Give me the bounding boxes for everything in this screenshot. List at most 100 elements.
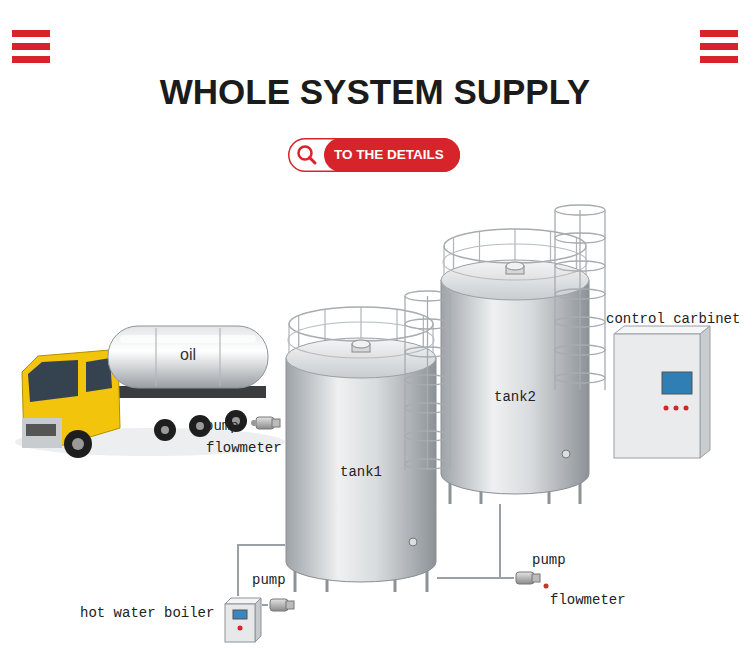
node-shape bbox=[555, 289, 605, 299]
part-label: pump bbox=[532, 552, 566, 568]
tanker-truck bbox=[154, 419, 176, 441]
node-shape bbox=[662, 372, 692, 394]
node-shape bbox=[108, 326, 268, 388]
node-shape bbox=[700, 326, 710, 458]
part-label: flowmeter bbox=[550, 592, 626, 608]
menu-icon bbox=[700, 43, 738, 50]
node-shape bbox=[674, 406, 679, 411]
details-button: TO THE DETAILS bbox=[288, 138, 460, 172]
node-shape bbox=[155, 328, 156, 386]
pipe-connector bbox=[238, 545, 285, 596]
node-shape bbox=[514, 229, 515, 261]
label-slot: pump bbox=[205, 418, 239, 434]
pump-symbol bbox=[251, 420, 257, 426]
part-label: flowmeter bbox=[206, 440, 282, 456]
truck-tank: oil bbox=[108, 322, 268, 392]
node-shape bbox=[219, 328, 220, 386]
node-shape bbox=[555, 345, 605, 355]
node-shape bbox=[440, 222, 590, 504]
node-shape bbox=[310, 158, 316, 164]
node-text: TO THE DETAILS bbox=[334, 138, 444, 172]
pipe-connector bbox=[437, 504, 500, 578]
node-shape bbox=[479, 231, 480, 263]
storage-tank: tank1 bbox=[285, 300, 437, 592]
pump-symbol bbox=[256, 417, 274, 429]
label-slot: flowmeter bbox=[206, 440, 282, 456]
node-shape bbox=[238, 626, 243, 631]
node-shape bbox=[360, 307, 361, 339]
node-shape bbox=[285, 300, 437, 592]
pump-symbol bbox=[270, 599, 288, 611]
menu-icon bbox=[12, 43, 50, 50]
node-shape bbox=[449, 296, 450, 470]
label-slot: flowmeter bbox=[550, 592, 626, 608]
pump-symbol bbox=[516, 572, 540, 584]
pump-symbol bbox=[286, 601, 294, 609]
page-title: WHOLE SYSTEM SUPPLY bbox=[160, 70, 590, 114]
tanker-truck bbox=[22, 350, 120, 446]
node-shape bbox=[684, 406, 689, 411]
node-text: hot water boiler bbox=[80, 604, 214, 622]
node-shape bbox=[441, 280, 589, 494]
label-slot: pump bbox=[532, 552, 566, 568]
tanker-truck bbox=[196, 422, 204, 430]
boiler-unit: hot water boiler bbox=[80, 596, 262, 642]
node-shape bbox=[555, 317, 605, 327]
node-text: tank1 bbox=[285, 463, 437, 481]
node-shape bbox=[427, 296, 428, 470]
node-shape bbox=[286, 358, 436, 582]
menu-icon bbox=[12, 56, 50, 63]
node-shape bbox=[225, 604, 255, 642]
part-label: pump bbox=[205, 418, 239, 434]
node-shape bbox=[409, 538, 417, 546]
node-shape bbox=[555, 373, 605, 383]
node-text: oil bbox=[108, 346, 268, 364]
node-shape bbox=[614, 334, 700, 458]
node-shape bbox=[324, 309, 325, 341]
menu-icon bbox=[12, 30, 50, 37]
pump-symbol bbox=[272, 419, 280, 427]
pump-symbol bbox=[251, 417, 280, 429]
pipe bbox=[500, 577, 514, 579]
control-cabinet: control carbinet bbox=[604, 310, 746, 462]
node-shape bbox=[664, 406, 669, 411]
node-shape bbox=[562, 450, 570, 458]
menu-icon bbox=[700, 30, 738, 63]
tanker-truck bbox=[161, 426, 169, 434]
tanker-truck bbox=[72, 438, 84, 450]
pump-symbol bbox=[516, 572, 534, 584]
menu-icon bbox=[700, 30, 738, 37]
node-shape bbox=[579, 210, 580, 390]
node-shape bbox=[120, 335, 256, 343]
node-shape bbox=[604, 310, 746, 462]
flowmeter-symbol bbox=[544, 584, 549, 589]
pipe bbox=[262, 604, 268, 606]
pump-symbol bbox=[532, 574, 540, 582]
title-slot: WHOLE SYSTEM SUPPLY bbox=[0, 70, 750, 114]
storage-tank: tank2 bbox=[440, 222, 590, 504]
pump-symbol bbox=[270, 599, 294, 611]
tanker-truck bbox=[64, 430, 92, 458]
node-shape bbox=[506, 262, 524, 270]
node-shape bbox=[550, 231, 551, 263]
node-shape bbox=[396, 309, 397, 341]
tanker-truck bbox=[22, 418, 62, 448]
menu-icon bbox=[12, 30, 50, 63]
menu-icon bbox=[700, 56, 738, 63]
node-shape bbox=[555, 261, 605, 271]
node-text: tank2 bbox=[440, 388, 590, 406]
node-shape bbox=[352, 340, 370, 348]
node-shape bbox=[233, 610, 247, 619]
node-text: control carbinet bbox=[606, 310, 740, 328]
part-label: pump bbox=[252, 572, 286, 588]
node-shape bbox=[289, 139, 460, 172]
node-shape bbox=[324, 138, 460, 172]
node-shape bbox=[614, 326, 710, 334]
node-shape bbox=[555, 233, 605, 243]
node-shape bbox=[255, 598, 261, 642]
node-shape bbox=[404, 296, 405, 470]
tanker-truck bbox=[26, 424, 56, 436]
node-shape bbox=[555, 205, 605, 215]
label-slot: pump bbox=[252, 572, 286, 588]
